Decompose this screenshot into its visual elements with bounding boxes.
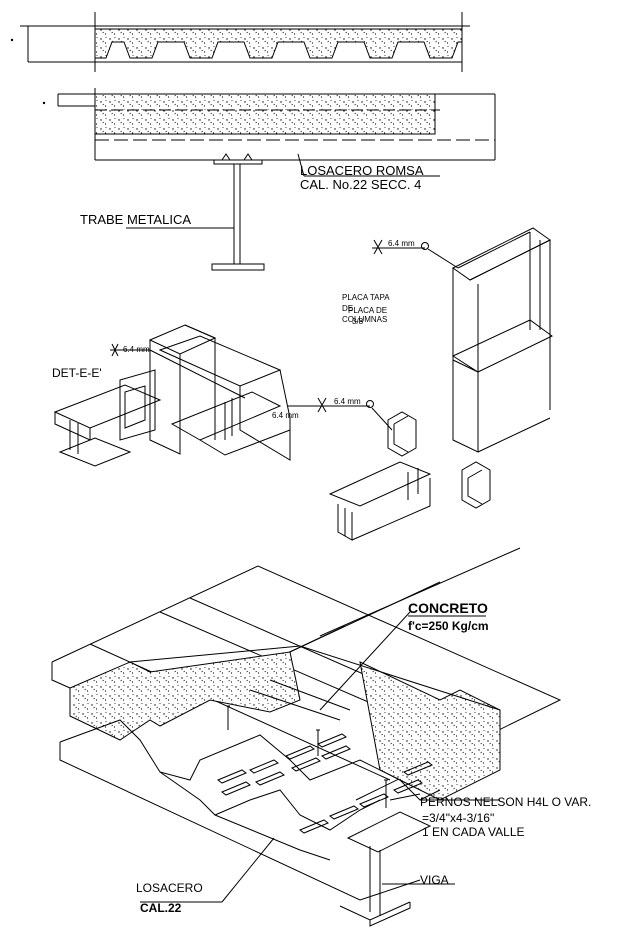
- studs-spacing: 1 EN CADA VALLE: [422, 825, 525, 839]
- isometric-slab: [51, 547, 562, 927]
- steel-beam-section: [211, 153, 265, 271]
- weld-note-column: 6.4 mm: [388, 239, 415, 248]
- beam-label-top: TRABE METALICA: [80, 212, 191, 227]
- studs-label: PERNOS NELSON H4L O VAR.: [420, 795, 591, 809]
- plate-note-overlap2: 3/8: [352, 317, 364, 326]
- studs-size: =3/4"x4-3/16": [422, 811, 494, 825]
- deck-label-iso: LOSACERO: [136, 881, 203, 895]
- deck-embossments: [217, 733, 433, 834]
- plate-note-2: DE: [342, 304, 353, 313]
- detail-label: DET-E-E': [52, 366, 102, 380]
- deck-gauge-top: CAL. No.22 SECC. 4: [300, 177, 421, 192]
- isometric-beam: [339, 811, 432, 927]
- channel-detail: [328, 411, 491, 541]
- concrete-strength: f'c=250 Kg/cm: [408, 619, 489, 633]
- weld-note-c: 6.4 mm: [334, 397, 361, 406]
- weld-note-b: 6.4 mm: [272, 411, 299, 420]
- slab-section-transverse: [42, 88, 496, 271]
- plate-note-3: COLUMNAS: [342, 315, 387, 324]
- deck-gauge-iso: CAL.22: [140, 901, 182, 915]
- slab-section-longitudinal: [10, 12, 470, 72]
- beam-label-iso: VIGA: [420, 873, 449, 887]
- column-detail: [372, 227, 553, 453]
- deck-label-top: LOSACERO ROMSA: [300, 163, 424, 178]
- plate-note-overlap: PLACA DE: [348, 306, 387, 315]
- concrete-title: CONCRETO: [408, 600, 488, 616]
- plate-note-1: PLACA TAPA: [342, 293, 390, 302]
- detail-connection: [53, 324, 393, 467]
- weld-note-a: 6.4 mm: [123, 345, 150, 354]
